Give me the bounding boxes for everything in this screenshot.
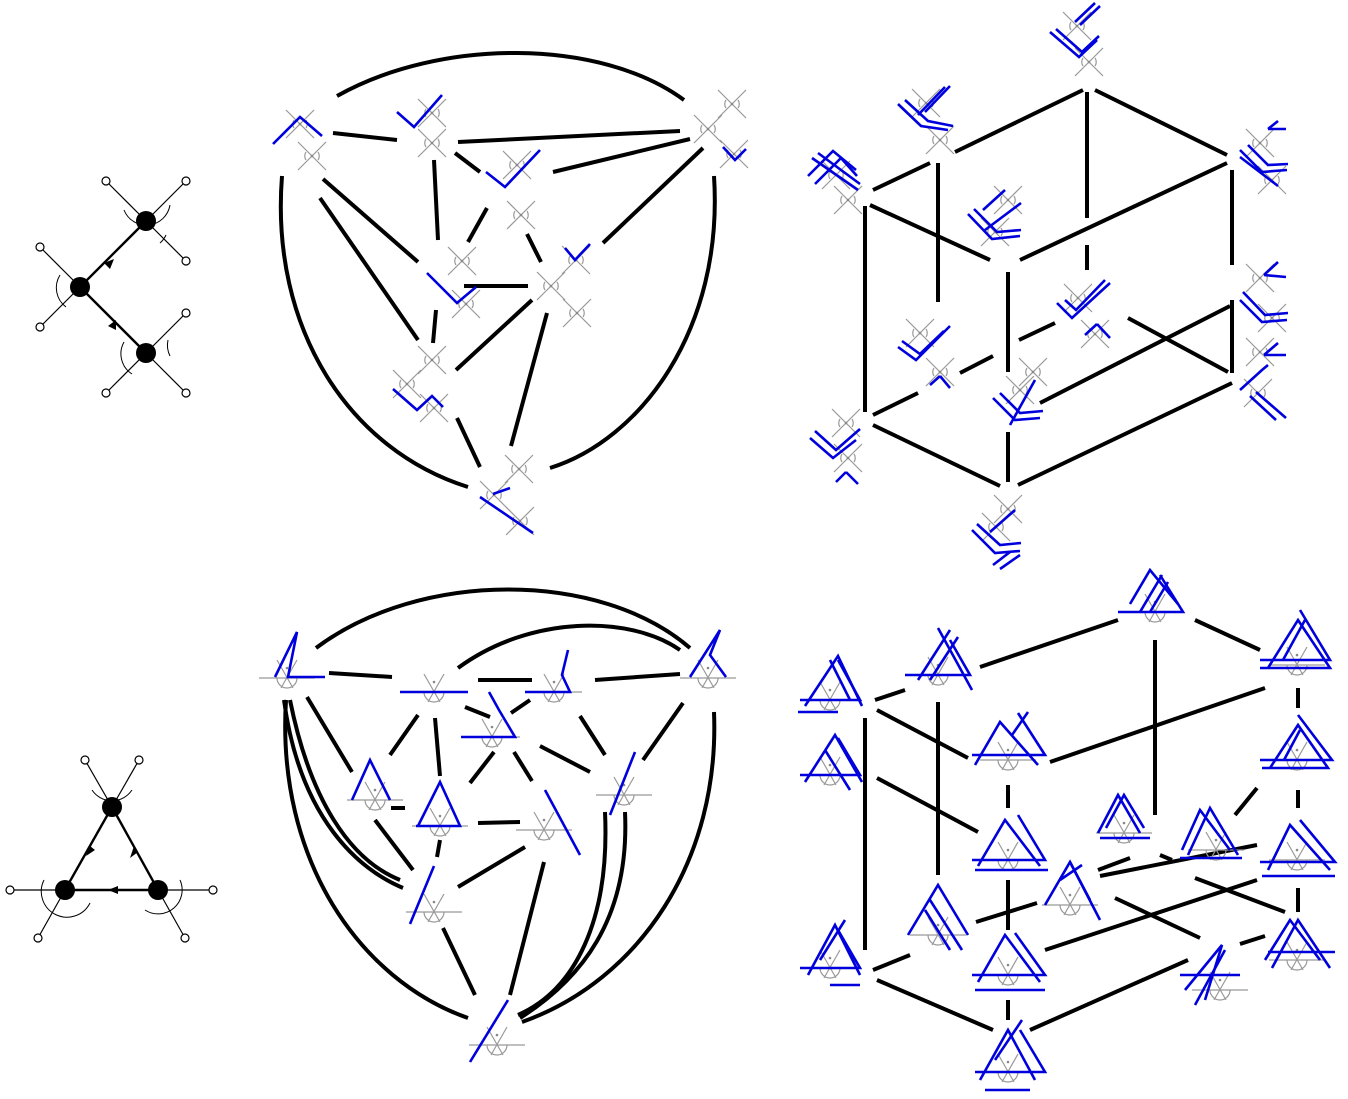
graph-node bbox=[70, 277, 90, 297]
graph-node bbox=[136, 211, 156, 231]
triangle-graph bbox=[5, 755, 218, 943]
path-complex-round bbox=[272, 51, 749, 536]
triangle-complex-cube bbox=[798, 567, 1338, 1092]
graph-node bbox=[102, 797, 122, 817]
path-graph bbox=[35, 176, 191, 398]
path-complex-cube bbox=[807, 2, 1289, 571]
graph-node bbox=[136, 343, 156, 363]
graph-node bbox=[55, 880, 75, 900]
triangle-complex-round bbox=[258, 587, 737, 1063]
graph-node bbox=[148, 880, 168, 900]
